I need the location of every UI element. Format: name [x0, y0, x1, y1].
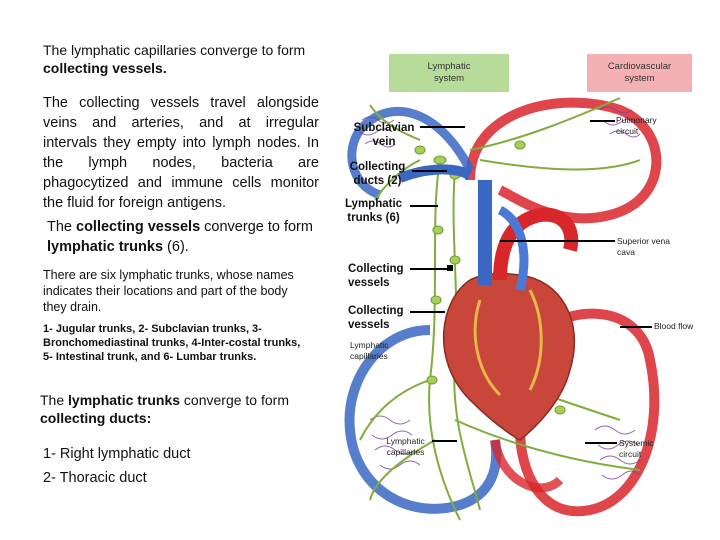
legend-cardiovascular-system: Cardiovascular system: [587, 54, 692, 92]
label-subclavian-vein: Subclavian vein: [344, 121, 424, 149]
label-lymphatic-capillaries-2: Lymphatic capillaries: [378, 436, 433, 458]
leader-capillaries-2: [432, 440, 457, 442]
leader-trunks: [410, 205, 438, 207]
leader-vessels-2: [410, 311, 445, 313]
label-pulmonary-circuit: Pulmonary circuit: [616, 115, 681, 137]
leader-dot-vessels-1: [447, 265, 453, 271]
label-blood-flow: Blood flow: [654, 321, 694, 332]
legend-cardio-label: Cardiovascular system: [600, 61, 680, 85]
leader-vena-cava: [500, 240, 615, 242]
label-collecting-vessels-2: Collecting vessels: [348, 304, 418, 332]
leader-systemic: [585, 442, 617, 444]
label-systemic-circuit: Systemic circuit: [619, 438, 674, 460]
label-superior-vena-cava: Superior vena cava: [617, 236, 677, 258]
legend-lymphatic-system: Lymphatic system: [389, 54, 509, 92]
leader-subclavian: [420, 126, 465, 128]
label-collecting-ducts: Collecting ducts (2): [340, 160, 415, 188]
leader-vessels-1: [410, 268, 450, 270]
label-lymphatic-trunks: Lymphatic trunks (6): [336, 197, 411, 225]
leader-blood-flow: [620, 326, 652, 328]
leader-ducts: [412, 170, 447, 172]
leader-pulmonary: [590, 120, 615, 122]
label-collecting-vessels-1: Collecting vessels: [348, 262, 418, 290]
label-lymphatic-capillaries-1: Lymphatic capillaries: [350, 340, 410, 362]
legend-lymphatic-label: Lymphatic system: [419, 61, 479, 85]
heart: [400, 169, 574, 440]
